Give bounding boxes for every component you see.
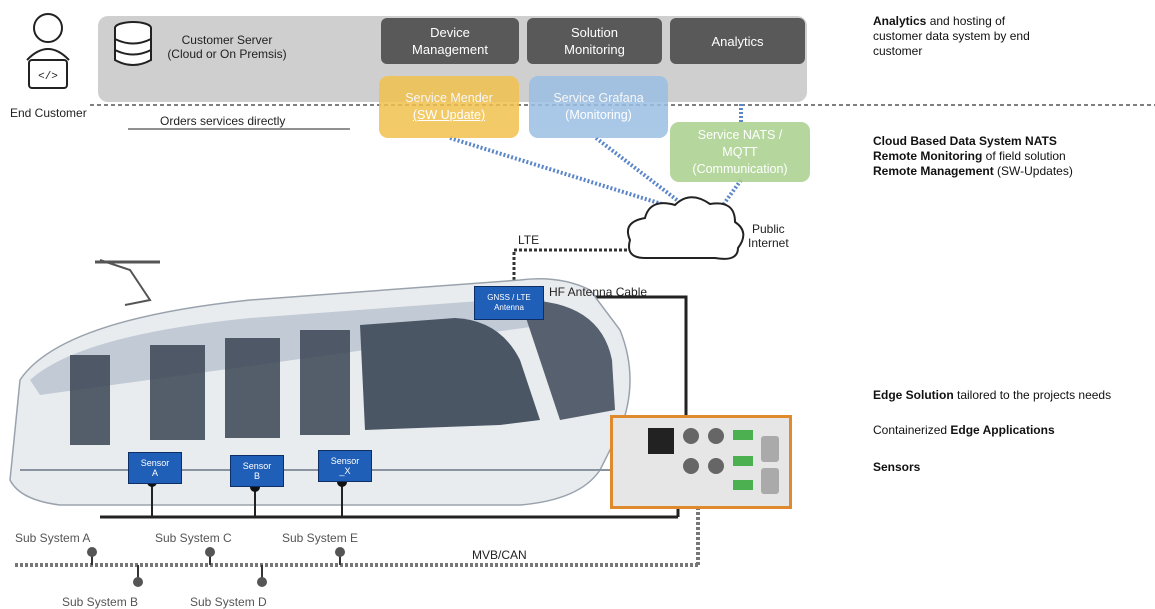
tram-illustration <box>9 259 631 506</box>
edge-device <box>610 415 792 509</box>
note-edge-solution: Edge Solution tailored to the projects n… <box>873 388 1112 402</box>
bus-label: MVB/CAN <box>472 548 527 562</box>
hf-cable-label: HF Antenna Cable <box>549 285 648 299</box>
developer-icon: </> <box>17 8 79 98</box>
service-grafana-box: Service Grafana (Monitoring) <box>529 76 668 138</box>
lte-label: LTE <box>518 233 540 247</box>
service-mender-box: Service Mender (SW Update) <box>379 76 519 138</box>
note-edge-apps: Containerized Edge Applications <box>873 423 1055 437</box>
subsystem-c-label: Sub System C <box>155 531 232 545</box>
customer-server-label: Customer Server (Cloud or On Premsis) <box>167 33 287 61</box>
subsystem-e-label: Sub System E <box>282 531 359 545</box>
end-customer-label: End Customer <box>10 106 87 120</box>
sensor-b: Sensor B <box>230 455 284 487</box>
sensor-a: Sensor A <box>128 452 182 484</box>
orders-label: Orders services directly <box>160 114 286 128</box>
internet-label: Public Internet <box>748 222 789 250</box>
subsystem-b-label: Sub System B <box>62 595 139 609</box>
service-nats-box: Service NATS / MQTT (Communication) <box>670 122 810 182</box>
device-management-box: Device Management <box>381 18 519 64</box>
public-internet-cloud <box>626 196 745 260</box>
note-sensors: Sensors <box>873 460 921 474</box>
database-icon <box>112 20 154 68</box>
gnss-lte-antenna: GNSS / LTE Antenna <box>474 286 544 320</box>
note-analytics: Analytics and hosting of customer data s… <box>873 14 1030 58</box>
subsystem-a-label: Sub System A <box>15 531 91 545</box>
analytics-box: Analytics <box>670 18 805 64</box>
svg-text:</>: </> <box>38 71 58 83</box>
sensor-x: Sensor _X <box>318 450 372 482</box>
solution-monitoring-box: Solution Monitoring <box>527 18 662 64</box>
subsystem-d-label: Sub System D <box>190 595 267 609</box>
note-cloud: Cloud Based Data System NATS Remote Moni… <box>873 134 1073 178</box>
